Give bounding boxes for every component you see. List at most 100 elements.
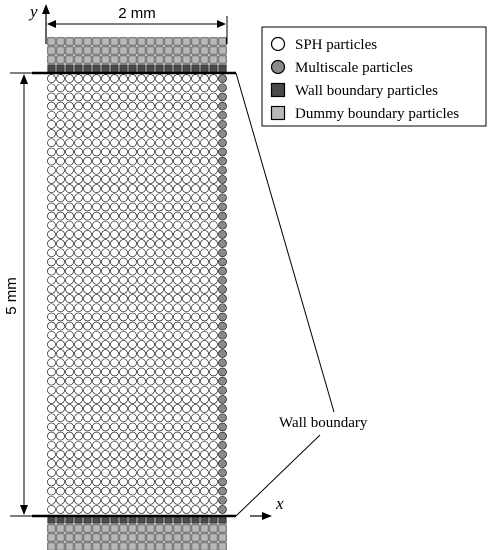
sph-particle: [137, 184, 146, 193]
sph-particle: [110, 184, 119, 193]
sph-particle: [101, 404, 110, 413]
sph-particle: [164, 505, 173, 514]
multiscale-particle: [218, 367, 227, 377]
sph-particle: [92, 175, 101, 184]
sph-particle: [182, 92, 191, 102]
sph-particle: [83, 395, 92, 404]
sph-particle: [56, 257, 65, 267]
sph-particle: [128, 486, 137, 496]
sph-particle: [110, 239, 119, 248]
multiscale-particle: [218, 505, 227, 514]
sph-particle: [146, 385, 155, 395]
sph-particle: [200, 92, 209, 102]
dummy-boundary-particle: [209, 46, 218, 55]
dummy-boundary-particles-top: [47, 37, 227, 64]
sph-particle: [200, 239, 209, 248]
sph-particle: [56, 275, 65, 285]
sph-particle: [191, 101, 200, 111]
sph-particle: [173, 303, 182, 313]
sph-particle: [128, 294, 137, 303]
sph-particle: [47, 486, 56, 496]
sph-particle: [110, 413, 119, 423]
sph-particle: [164, 431, 173, 441]
sph-particle: [155, 349, 164, 358]
sph-particle: [47, 330, 56, 340]
sph-particle: [155, 340, 164, 349]
x-axis-label: x: [275, 494, 284, 513]
sph-particle: [200, 266, 209, 276]
sph-particle: [128, 129, 137, 138]
sph-particle: [146, 248, 155, 258]
sph-particle: [47, 285, 56, 294]
wall-boundary-particle: [56, 64, 65, 73]
dummy-boundary-particle: [155, 542, 164, 550]
sph-particle: [65, 83, 74, 93]
sph-particle: [173, 110, 182, 120]
sph-particle: [209, 92, 218, 102]
sph-particle: [137, 294, 146, 303]
sph-particle: [83, 321, 92, 331]
sph-particle: [173, 422, 182, 432]
sph-particle: [47, 404, 56, 413]
sph-particle: [110, 303, 119, 313]
legend-marker-wall: [270, 82, 286, 98]
sph-particle: [137, 367, 146, 377]
dummy-boundary-particle: [92, 524, 101, 533]
sph-particle: [92, 349, 101, 358]
sph-particle: [101, 266, 110, 276]
wall-boundary-particle: [47, 64, 56, 73]
sph-particle: [65, 450, 74, 459]
sph-particle: [74, 129, 83, 138]
sph-particle: [128, 156, 137, 166]
sph-particle: [173, 358, 182, 368]
sph-particle: [92, 495, 101, 505]
sph-particle: [164, 495, 173, 505]
sph-particle: [146, 83, 155, 93]
sph-particle: [137, 275, 146, 285]
sph-particle: [65, 193, 74, 203]
sph-particle: [182, 349, 191, 358]
wall-boundary-annotation: Wall boundary: [279, 415, 368, 431]
sph-particle: [137, 110, 146, 120]
sph-particle: [137, 248, 146, 258]
sph-particle: [173, 248, 182, 258]
sph-particle: [155, 239, 164, 248]
multiscale-particle: [218, 101, 227, 111]
sph-particle: [74, 211, 83, 221]
height-arrowhead-top: [20, 74, 28, 84]
sph-particle: [128, 101, 137, 111]
dummy-boundary-particle: [56, 46, 65, 55]
sph-particle: [155, 459, 164, 468]
sph-particle: [110, 312, 119, 322]
sph-particle: [173, 275, 182, 285]
sph-particle: [155, 193, 164, 203]
sph-particle: [191, 239, 200, 248]
sph-particle: [92, 450, 101, 459]
sph-particle: [209, 129, 218, 138]
sph-particle: [182, 422, 191, 432]
dummy-boundary-particle: [182, 37, 191, 46]
sph-particle: [146, 175, 155, 184]
sph-particle: [137, 505, 146, 514]
sph-particle: [146, 239, 155, 248]
sph-particle: [191, 486, 200, 496]
multiscale-particle: [218, 330, 227, 340]
sph-particle: [191, 395, 200, 404]
wall-boundary-particle: [137, 64, 146, 73]
sph-particle: [173, 129, 182, 138]
sph-particle: [65, 74, 74, 83]
sph-particle: [146, 285, 155, 294]
sph-particle: [191, 275, 200, 285]
sph-particle: [74, 110, 83, 120]
multiscale-particle: [218, 486, 227, 496]
sph-particle: [119, 92, 128, 102]
sph-particle: [173, 450, 182, 459]
sph-particle: [56, 285, 65, 294]
dummy-boundary-particle: [218, 55, 227, 64]
sph-particle: [56, 193, 65, 203]
multiscale-particle: [218, 248, 227, 258]
sph-particle: [155, 74, 164, 83]
sph-particle: [65, 92, 74, 102]
sph-particle: [92, 376, 101, 386]
multiscale-particle: [218, 303, 227, 313]
